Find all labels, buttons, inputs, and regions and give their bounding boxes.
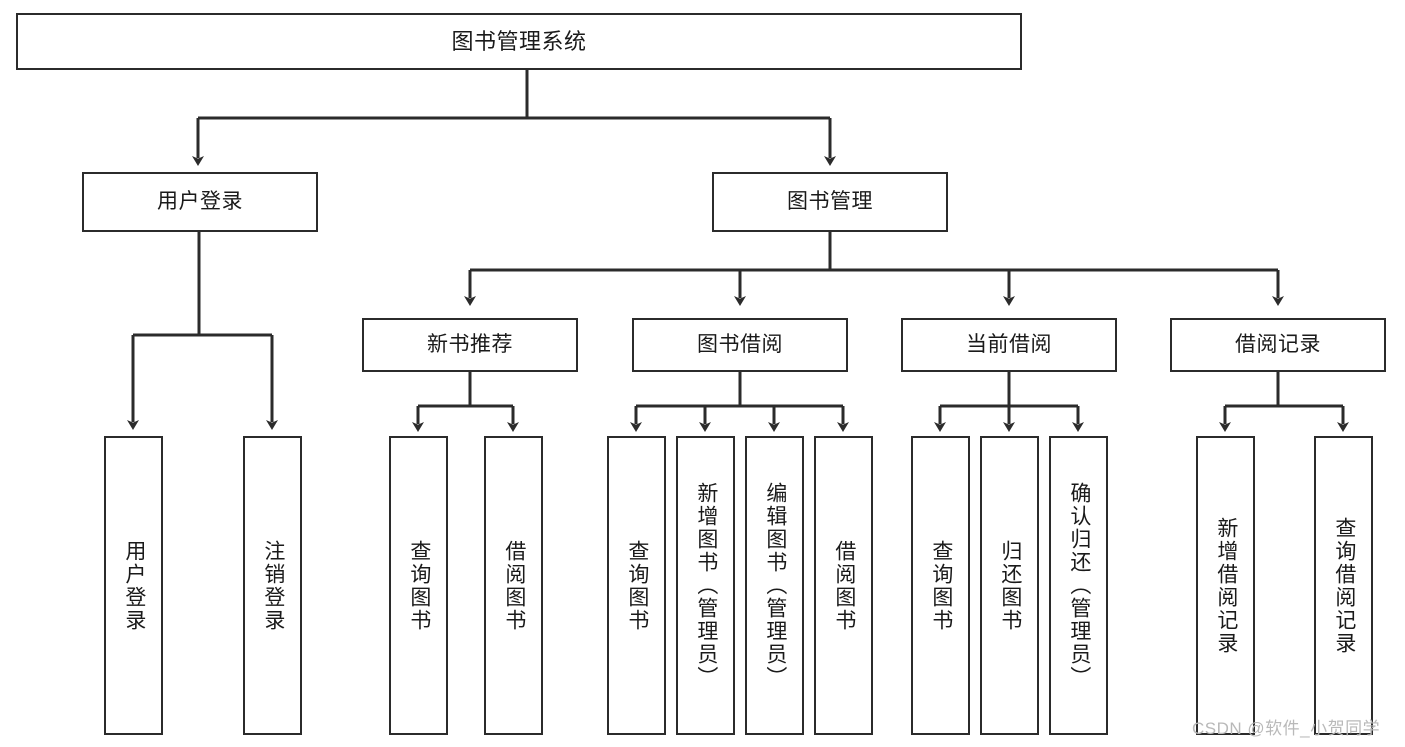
node-user-login[interactable]: 用户登录 <box>82 172 318 232</box>
node-leaf-user-logout[interactable]: 注销登录 <box>243 436 302 735</box>
node-label: 新书推荐 <box>427 332 513 356</box>
node-leaf-bookborrow-query-book[interactable]: 查询图书 <box>607 436 666 735</box>
node-label: 借阅记录 <box>1235 332 1321 356</box>
node-leaf-currentborrow-query-book[interactable]: 查询图书 <box>911 436 970 735</box>
node-leaf-user-login[interactable]: 用户登录 <box>104 436 163 735</box>
node-leaf-borrowrecord-query-record[interactable]: 查询借阅记录 <box>1314 436 1373 735</box>
node-label: 编辑图书（管理员） <box>763 482 787 689</box>
node-root-system[interactable]: 图书管理系统 <box>16 13 1022 70</box>
node-label: 归还图书 <box>998 539 1022 632</box>
node-leaf-bookborrow-edit-book[interactable]: 编辑图书（管理员） <box>745 436 804 735</box>
node-label: 查询借阅记录 <box>1332 516 1356 655</box>
node-label: 用户登录 <box>157 189 243 213</box>
node-label: 查询图书 <box>929 539 953 632</box>
node-label: 确认归还（管理员） <box>1067 482 1091 689</box>
node-leaf-bookborrow-borrow-book[interactable]: 借阅图书 <box>814 436 873 735</box>
node-borrow-record[interactable]: 借阅记录 <box>1170 318 1386 372</box>
node-label: 图书管理系统 <box>451 28 587 54</box>
node-label: 新增图书（管理员） <box>694 482 718 689</box>
node-label: 借阅图书 <box>832 539 856 632</box>
node-leaf-bookborrow-add-book[interactable]: 新增图书（管理员） <box>676 436 735 735</box>
node-label: 借阅图书 <box>502 539 526 632</box>
node-current-borrow[interactable]: 当前借阅 <box>901 318 1117 372</box>
node-leaf-currentborrow-return-book[interactable]: 归还图书 <box>980 436 1039 735</box>
node-label: 查询图书 <box>625 539 649 632</box>
node-leaf-borrowrecord-add-record[interactable]: 新增借阅记录 <box>1196 436 1255 735</box>
node-label: 当前借阅 <box>966 332 1052 356</box>
node-label: 图书管理 <box>787 189 873 213</box>
node-label: 注销登录 <box>261 539 285 632</box>
node-label: 新增借阅记录 <box>1214 516 1238 655</box>
node-label: 查询图书 <box>407 539 431 632</box>
node-leaf-newbook-query-book[interactable]: 查询图书 <box>389 436 448 735</box>
node-label: 用户登录 <box>122 539 146 632</box>
node-leaf-currentborrow-confirm-return[interactable]: 确认归还（管理员） <box>1049 436 1108 735</box>
node-book-manage[interactable]: 图书管理 <box>712 172 948 232</box>
node-book-borrow[interactable]: 图书借阅 <box>632 318 848 372</box>
node-label: 图书借阅 <box>697 332 783 356</box>
node-new-book-recommend[interactable]: 新书推荐 <box>362 318 578 372</box>
node-leaf-newbook-borrow-book[interactable]: 借阅图书 <box>484 436 543 735</box>
